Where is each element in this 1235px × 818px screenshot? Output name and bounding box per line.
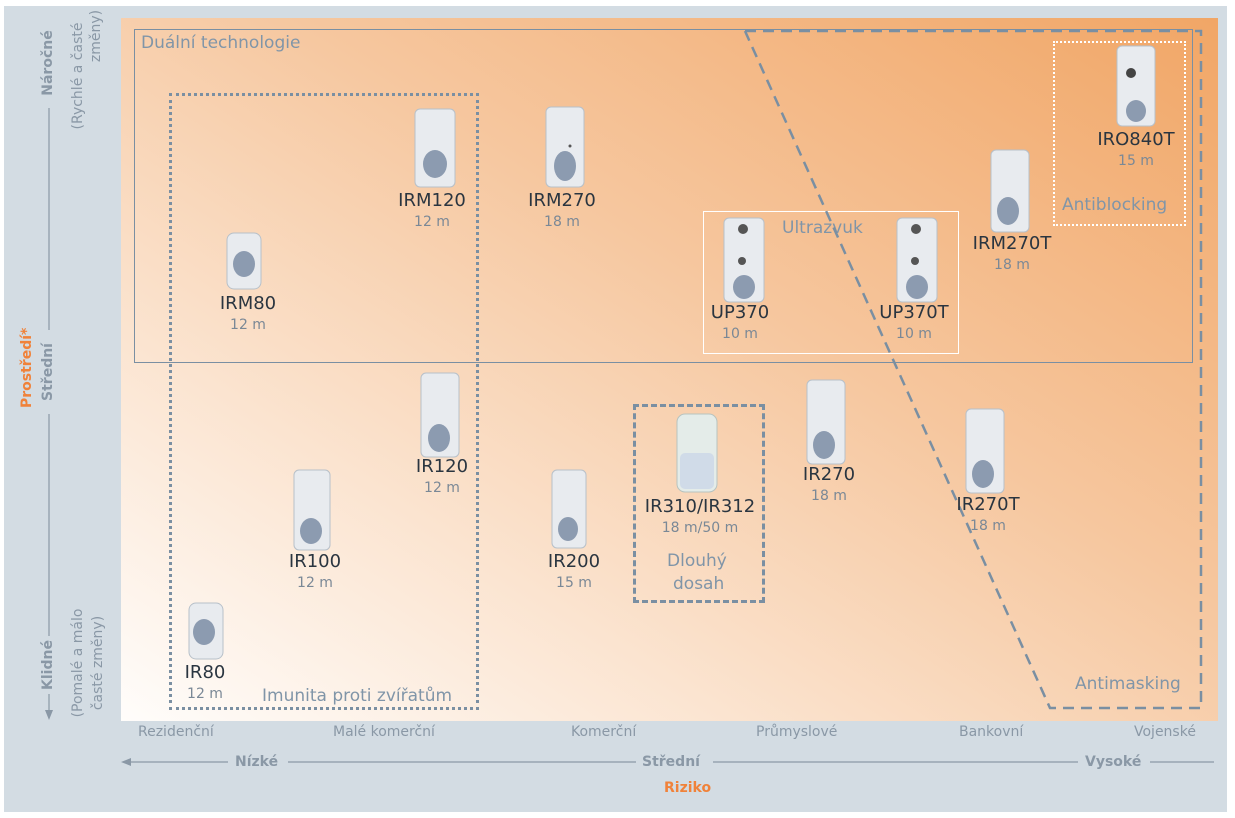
up370t-detector-icon [896, 217, 938, 303]
x-category-label: Komerční [571, 724, 637, 740]
device-ir270t: IR270T 18 m [928, 494, 1048, 536]
device-name: IRM270 [528, 190, 596, 211]
device-name: IR200 [547, 551, 601, 572]
device-range: 18 m [970, 518, 1006, 534]
pet-immunity-region [169, 93, 479, 710]
ir310-detector-icon [676, 413, 718, 493]
device-range: 12 m [230, 317, 266, 333]
device-range: 10 m [722, 326, 758, 342]
device-range: 12 m [424, 480, 460, 496]
device-name: IRM270T [972, 233, 1052, 254]
device-ir200: IR200 15 m [514, 551, 634, 593]
x-category-label: Vojenské [1134, 724, 1196, 740]
y-axis-bottom-sub-1: (Pomalé a málo [70, 608, 86, 718]
y-axis-title: Prostředí* [19, 327, 35, 408]
ir270-detector-icon [806, 379, 846, 465]
ir100-detector-icon [293, 469, 331, 551]
device-name: IR80 [184, 662, 226, 683]
device-ir120: IR120 12 m [382, 456, 502, 498]
device-irm120: IRM120 12 m [372, 190, 492, 232]
plot-area [121, 18, 1218, 721]
dual-technology-region [134, 29, 1193, 363]
device-name: UP370 [710, 302, 770, 323]
long-range-label-2: dosah [673, 574, 725, 594]
x-axis-mid: Střední [642, 754, 700, 770]
device-name: IR120 [415, 456, 469, 477]
device-range: 18 m [544, 214, 580, 230]
y-axis-bottom: Klidné [40, 640, 56, 690]
ir80-detector-icon [188, 602, 224, 660]
irm270t-detector-icon [990, 149, 1030, 233]
irm120-detector-icon [414, 108, 456, 188]
device-irm80: IRM80 12 m [188, 293, 308, 335]
device-name: IR270 [802, 464, 856, 485]
device-name: IR310/IR312 [644, 496, 756, 517]
dual-technology-label: Duální technologie [141, 33, 301, 53]
y-axis-mid: Střední [40, 343, 56, 401]
device-range: 18 m [811, 488, 847, 504]
x-category-label: Bankovní [959, 724, 1024, 740]
long-range-label-1: Dlouhý [667, 551, 727, 571]
device-name: IR270T [956, 494, 1020, 515]
device-ir80: IR80 12 m [145, 662, 265, 704]
ultrasound-region [703, 211, 959, 354]
up370-detector-icon [723, 217, 765, 303]
x-category-label: Rezidenční [138, 724, 214, 740]
pet-immunity-label: Imunita proti zvířatům [262, 686, 453, 706]
x-axis-high: Vysoké [1085, 754, 1142, 770]
ultrasound-label: Ultrazvuk [782, 218, 863, 238]
ir200-detector-icon [551, 469, 587, 549]
device-iro840t: IRO840T 15 m [1076, 129, 1196, 171]
y-axis-top: Náročné [40, 30, 56, 96]
iro840t-detector-icon [1116, 45, 1156, 127]
ir270t-detector-icon [965, 408, 1005, 494]
x-axis-title: Riziko [664, 780, 712, 796]
x-category-label: Malé komerční [333, 724, 435, 740]
device-up370: UP370 10 m [680, 302, 800, 344]
device-range: 18 m/50 m [661, 520, 739, 536]
device-ir100: IR100 12 m [255, 551, 375, 593]
y-axis-bottom-sub-2: časté změny) [90, 615, 106, 711]
irm270-detector-icon [545, 106, 585, 188]
long-range-region [633, 404, 765, 603]
device-name: IRM120 [398, 190, 466, 211]
device-irm270: IRM270 18 m [502, 190, 622, 232]
irm80-detector-icon [226, 232, 262, 290]
x-category-label: Průmyslové [756, 724, 838, 740]
device-name: UP370T [879, 302, 949, 323]
device-ir310-ir312: IR310/IR312 18 m/50 m [640, 496, 760, 538]
device-up370t: UP370T 10 m [854, 302, 974, 344]
antiblocking-region [1053, 41, 1186, 226]
ir120-detector-icon [420, 372, 460, 458]
device-range: 12 m [414, 214, 450, 230]
device-name: IR100 [288, 551, 342, 572]
device-range: 15 m [1118, 153, 1154, 169]
x-axis-low: Nízké [235, 754, 279, 770]
device-ir270: IR270 18 m [769, 464, 889, 506]
antimasking-label: Antimasking [1075, 674, 1181, 694]
device-irm270t: IRM270T 18 m [952, 233, 1072, 275]
device-range: 10 m [896, 326, 932, 342]
device-range: 18 m [994, 257, 1030, 273]
device-range: 12 m [187, 686, 223, 702]
device-range: 15 m [556, 575, 592, 591]
y-axis-top-sub-1: (Rychlé a časté [70, 22, 86, 130]
y-axis-top-sub-2: změny) [88, 9, 104, 63]
device-name: IRO840T [1097, 129, 1175, 150]
antiblocking-label: Antiblocking [1062, 195, 1168, 215]
device-name: IRM80 [219, 293, 277, 314]
device-range: 12 m [297, 575, 333, 591]
